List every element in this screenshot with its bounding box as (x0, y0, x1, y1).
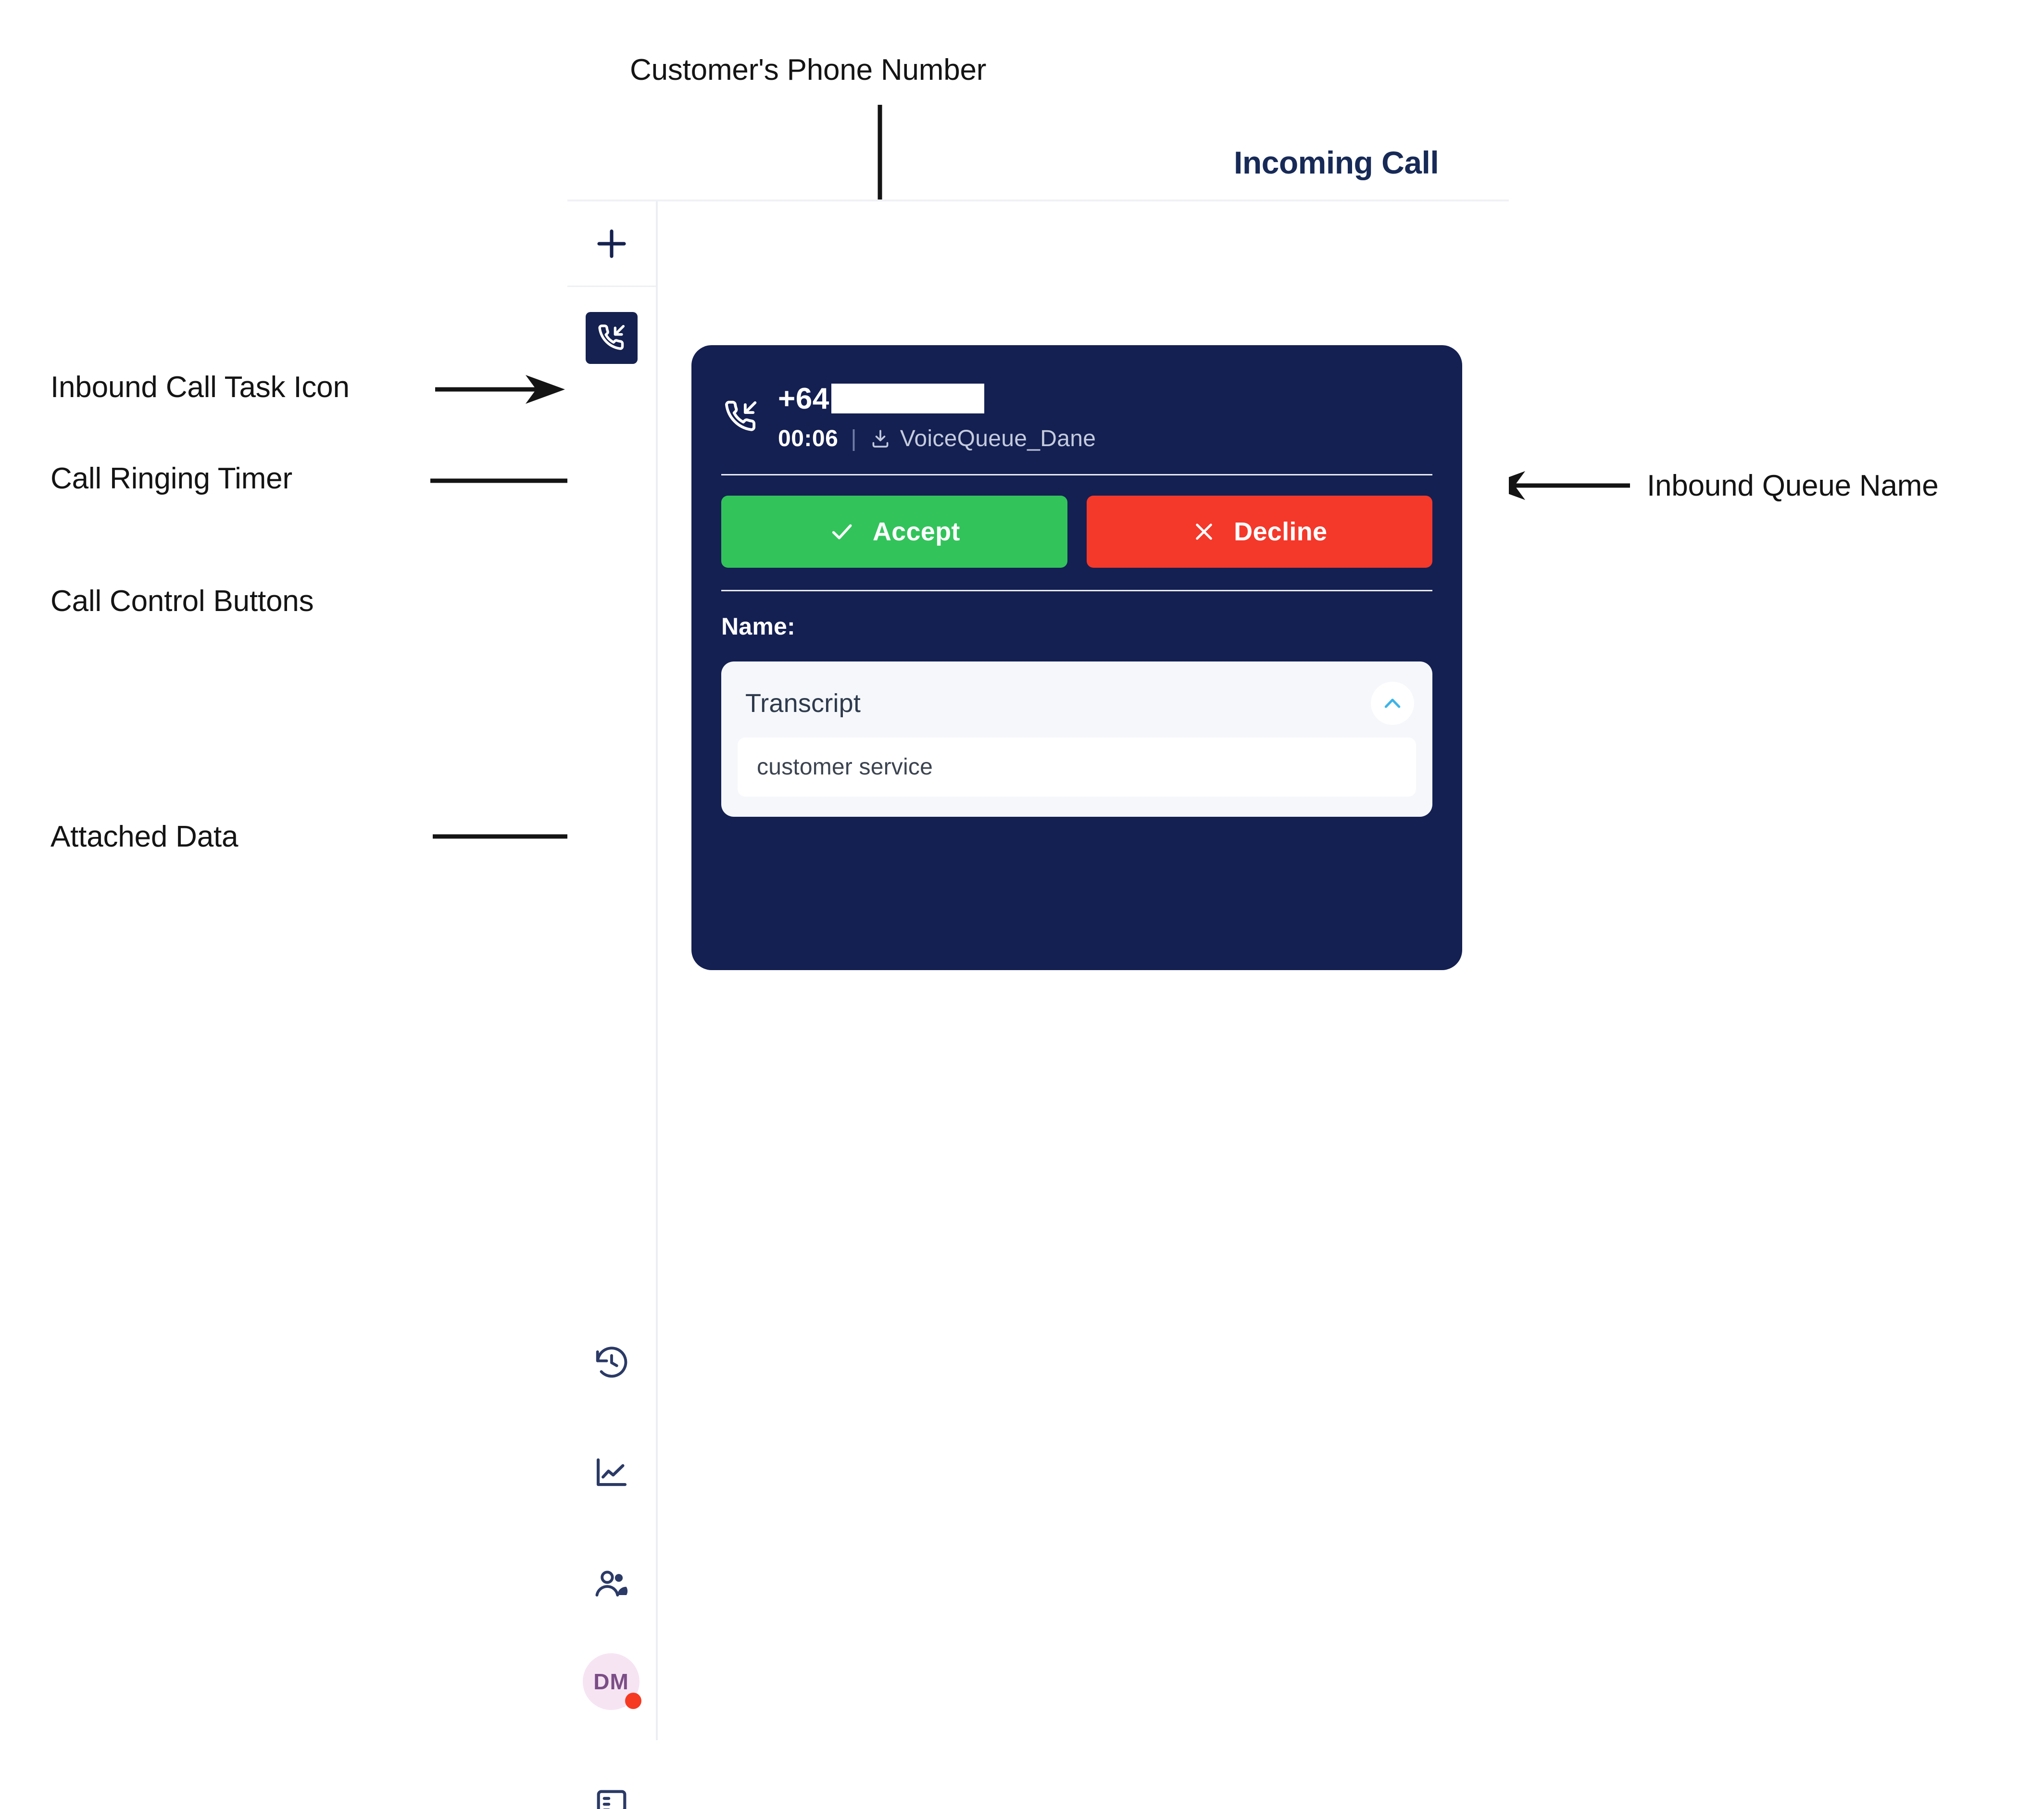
inbound-queue-name: VoiceQueue_Dane (900, 426, 1096, 451)
caller-phone-number: +64 (778, 379, 1096, 416)
decline-button[interactable]: Decline (1086, 496, 1432, 568)
sidebar-item-insights[interactable] (583, 1444, 640, 1502)
divider-top (721, 474, 1432, 475)
check-icon (828, 518, 855, 545)
sidebar-item-contacts[interactable] (583, 1555, 640, 1612)
call-card-identity: +64 00:06 | VoiceQueue_Dane (778, 377, 1096, 452)
sidebar-item-inbound-call-task[interactable] (586, 312, 638, 364)
rail-nav-items (567, 1334, 656, 1809)
notes-icon (593, 1786, 630, 1809)
annotation-call-ringing-timer: Call Ringing Timer (50, 462, 292, 495)
sidebar-item-notes[interactable] (583, 1776, 640, 1809)
annotation-attached-data: Attached Data (50, 820, 238, 853)
transcript-title: Transcript (745, 689, 861, 718)
rail-new-task-section (567, 201, 656, 287)
attached-data-transcript-panel: Transcript customer service (721, 661, 1432, 817)
contacts-icon (593, 1565, 630, 1602)
divider-bottom (721, 590, 1432, 591)
inbound-call-icon (721, 377, 761, 437)
call-card-meta: 00:06 | VoiceQueue_Dane (778, 425, 1096, 452)
line-chart-icon (593, 1454, 630, 1492)
phone-prefix: +64 (778, 382, 829, 415)
download-tray-icon (869, 428, 891, 450)
accept-button-label: Accept (872, 517, 960, 546)
avatar-container[interactable]: DM (583, 1653, 641, 1710)
status-badge (625, 1693, 641, 1709)
phone-redaction-block (831, 384, 984, 413)
call-control-buttons: Accept Decline (721, 496, 1432, 568)
accept-button[interactable]: Accept (721, 496, 1067, 568)
incoming-call-card: +64 00:06 | VoiceQueue_Dane (691, 345, 1462, 970)
decline-button-label: Decline (1234, 517, 1328, 546)
sidebar-item-history[interactable] (583, 1334, 640, 1391)
plus-icon[interactable] (593, 225, 630, 262)
call-card-header: +64 00:06 | VoiceQueue_Dane (718, 377, 1435, 452)
attached-data-name-label: Name: (721, 613, 795, 640)
annotation-arrow-task-icon (435, 370, 565, 409)
annotation-call-control-buttons: Call Control Buttons (50, 585, 314, 618)
annotation-customers-phone-number: Customer's Phone Number (630, 53, 987, 87)
transcript-value-box: customer service (738, 737, 1416, 797)
chevron-up-icon (1380, 691, 1404, 715)
history-icon (593, 1344, 630, 1381)
page-title: Incoming Call (1234, 145, 1439, 180)
annotation-inbound-queue-name: Inbound Queue Name (1647, 469, 1939, 502)
call-ringing-timer: 00:06 (778, 426, 839, 451)
close-x-icon (1191, 519, 1216, 544)
annotation-inbound-call-task-icon: Inbound Call Task Icon (50, 371, 350, 404)
meta-separator: | (851, 426, 857, 451)
transcript-header: Transcript (738, 678, 1416, 737)
transcript-value: customer service (757, 754, 933, 780)
transcript-collapse-button[interactable] (1371, 682, 1414, 725)
inbound-call-icon (595, 322, 628, 354)
left-icon-rail: DM (567, 201, 658, 1809)
